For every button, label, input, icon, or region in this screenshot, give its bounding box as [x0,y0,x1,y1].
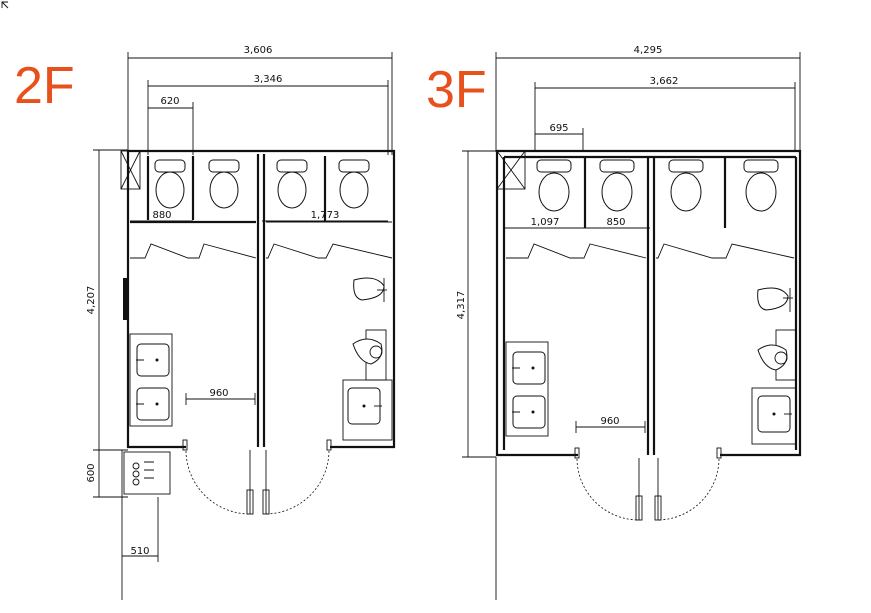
toilet-icon [154,159,186,209]
dim-height-3f: 4,317 [456,291,467,320]
dim-top-inner-3f: 3,662 [650,76,679,87]
toilet-icon [743,159,779,212]
toilet-icon [536,159,572,212]
sink-counter-2f-right [342,379,393,441]
door-2f-right [262,439,332,515]
toilet-icon [208,159,240,209]
dim-top-small-3f: 695 [549,123,568,134]
dim-height-2f: 4,207 [86,286,97,315]
dimension-lines-2f [93,52,393,600]
floor-label-3f: 3F [426,61,487,119]
sink-counter-3f [505,341,549,437]
toilet-icon [338,159,370,209]
door-3f-left [574,447,643,521]
toilet-icon [599,159,635,212]
sink-counter-3f-right [751,387,797,445]
urinal-icon [352,329,387,381]
door-3f-right [654,447,722,521]
dim-door-3f: 960 [600,416,619,427]
dim-stall-b-3f: 850 [606,217,625,228]
walls-3f [495,149,802,457]
corner-mark [1,1,9,9]
urinal-icon [757,329,797,381]
dim-bottom-2f: 510 [130,546,149,557]
urinal-icon [353,277,387,302]
dim-stall-a-2f: 880 [152,210,171,221]
door-2f-left [182,439,254,515]
toilet-icon [276,159,308,209]
dim-door-2f: 960 [209,388,228,399]
dim-top-inner-2f: 3,346 [254,74,283,85]
dim-stall-a-3f: 1,097 [531,217,560,228]
walls-2f [120,149,396,449]
dim-top-overall-2f: 3,606 [244,45,273,56]
dimension-lines-3f [462,52,801,600]
toilet-icon [668,159,704,212]
floor-label-2f: 2F [14,57,75,115]
urinal-icon [757,287,793,312]
dim-top-overall-3f: 4,295 [634,45,663,56]
plan-2f: 3,606 3,346 620 880 1,773 960 4,207 600 … [86,45,396,600]
dim-top-small-2f: 620 [160,96,179,107]
sink-counter-2f [129,333,173,427]
dim-height-lower-2f: 600 [86,463,97,482]
plan-3f: 4,295 3,662 695 1,097 850 960 4,317 [456,45,802,600]
control-panel-2f [123,451,171,495]
